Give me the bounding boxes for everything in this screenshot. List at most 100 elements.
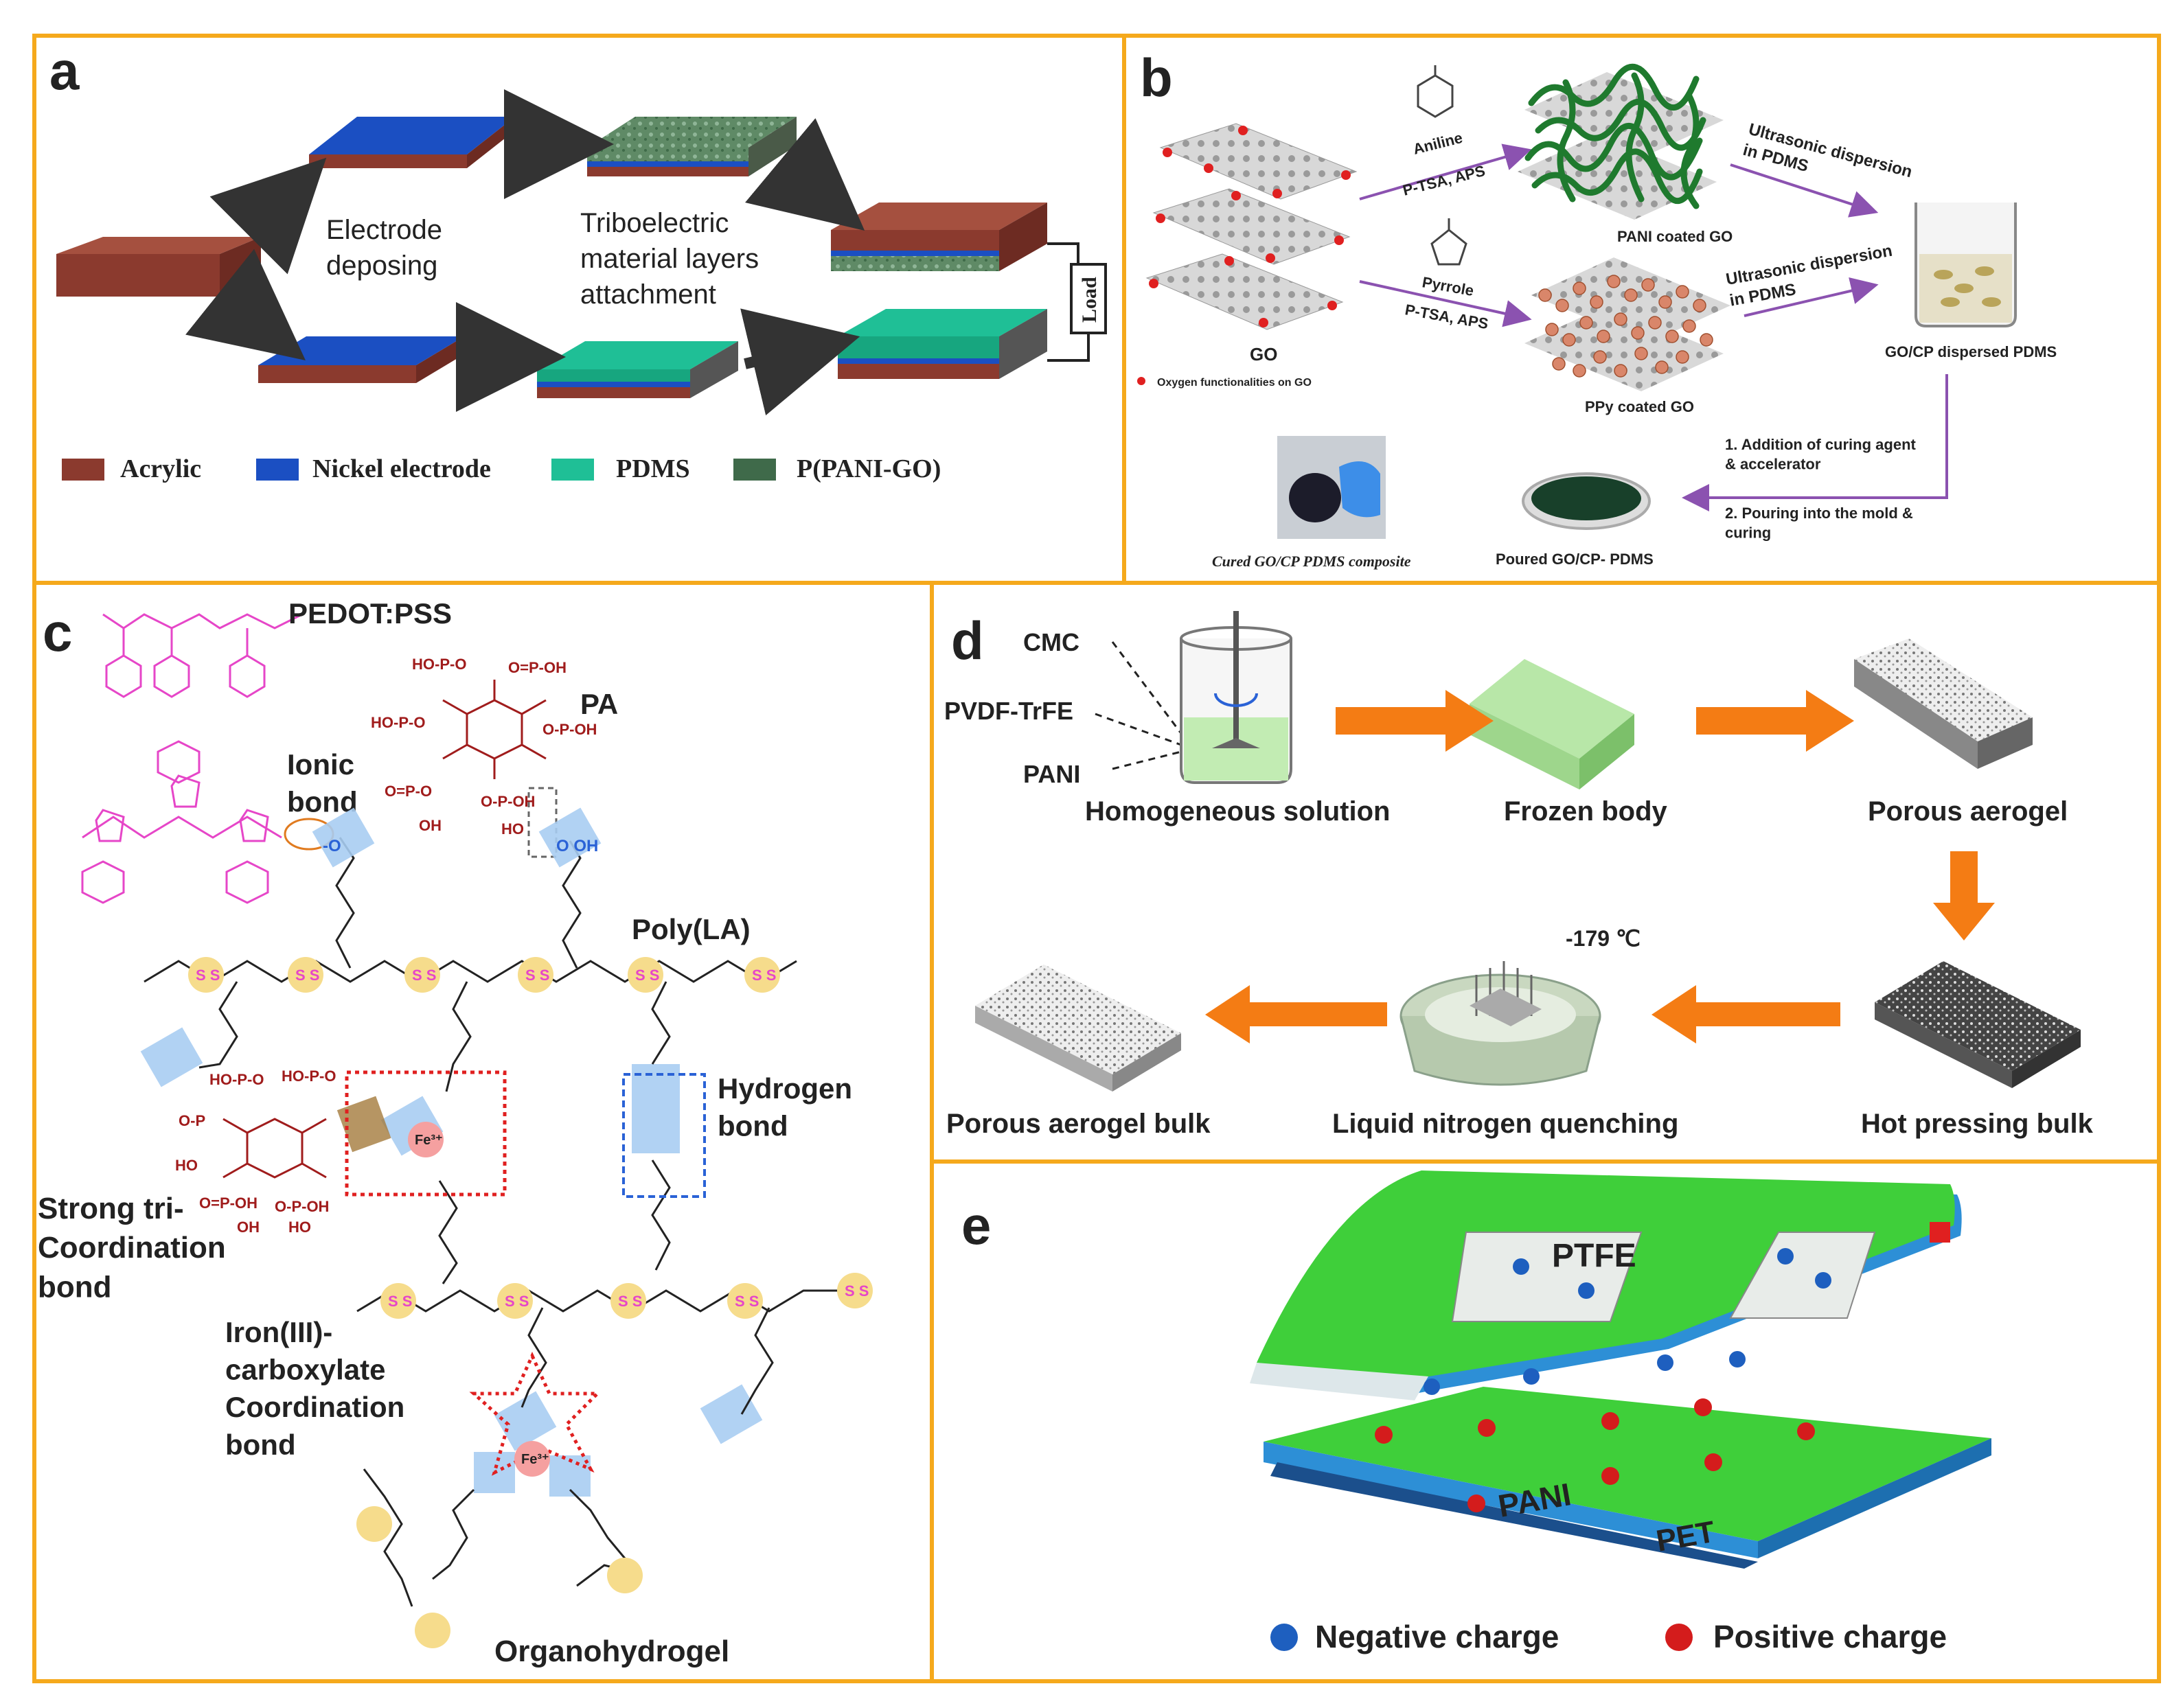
pani-go-layer-stack bbox=[587, 117, 797, 176]
cured-composite-photo bbox=[1277, 436, 1386, 539]
ss-bonds-low bbox=[356, 1506, 643, 1648]
legend-positive-dot bbox=[1665, 1624, 1693, 1651]
acrylic-slab bbox=[56, 237, 261, 297]
svg-text:OH: OH bbox=[419, 817, 442, 834]
svg-text:S S: S S bbox=[735, 1293, 759, 1310]
svg-text:HO: HO bbox=[288, 1219, 311, 1236]
panel-a-label: a bbox=[49, 41, 80, 101]
porous-bulk-label: Porous aerogel bulk bbox=[946, 1109, 1211, 1139]
hot-pressing-label: Hot pressing bulk bbox=[1861, 1109, 2094, 1139]
side-chains-mid bbox=[198, 981, 671, 1284]
pa-label: PA bbox=[580, 688, 618, 720]
svg-text:S S: S S bbox=[505, 1293, 529, 1310]
load-label: Load bbox=[1078, 277, 1101, 323]
cmc-label: CMC bbox=[1023, 628, 1079, 656]
panel-e: e PTFE PANI PET Negative charge bbox=[961, 1170, 1991, 1654]
legend-swatch-pani-go bbox=[733, 459, 776, 481]
svg-text:O-P: O-P bbox=[179, 1112, 205, 1129]
panel-e-label: e bbox=[961, 1195, 991, 1256]
legend-swatch-acrylic bbox=[62, 459, 104, 481]
svg-text:S S: S S bbox=[388, 1293, 412, 1310]
fe-label-2: Fe³⁺ bbox=[521, 1452, 549, 1467]
legend-acrylic: Acrylic bbox=[120, 454, 201, 483]
device-top-final bbox=[831, 203, 1047, 271]
svg-text:HO-P-O: HO-P-O bbox=[209, 1071, 264, 1088]
svg-text:O-P-OH: O-P-OH bbox=[275, 1198, 329, 1215]
step1-label: 1. Addition of curing agent& accelerator bbox=[1725, 436, 1917, 473]
mixing-beaker bbox=[1180, 611, 1292, 784]
orange-arrows bbox=[1205, 690, 1995, 1043]
porous-aerogel-label: Porous aerogel bbox=[1868, 796, 2068, 827]
pani-pet-film bbox=[1264, 1387, 1991, 1569]
pa-molecule-bottom bbox=[222, 1118, 327, 1179]
panel-a: a bbox=[49, 41, 1107, 483]
panel-d-label: d bbox=[951, 610, 984, 671]
aniline-molecule bbox=[1417, 65, 1454, 118]
svg-text:S S: S S bbox=[525, 967, 549, 984]
pani-d-label: PANI bbox=[1023, 760, 1080, 788]
svg-text:O=P-OH: O=P-OH bbox=[508, 659, 567, 676]
svg-text:S S: S S bbox=[618, 1293, 642, 1310]
porous-aerogel-bulk bbox=[975, 965, 1181, 1092]
panel-c-label: c bbox=[43, 602, 72, 662]
poured-label: Poured GO/CP- PDMS bbox=[1496, 551, 1654, 568]
frozen-label: Frozen body bbox=[1504, 796, 1668, 827]
pdms-layer-stack bbox=[537, 341, 738, 398]
svg-text:HO: HO bbox=[501, 820, 524, 838]
legend-nickel: Nickel electrode bbox=[312, 454, 491, 483]
panel-b: b GO Oxygen functionalities on GO Anilin… bbox=[1137, 47, 2057, 570]
polyla-label: Poly(LA) bbox=[632, 913, 751, 945]
svg-text:O=P-O: O=P-O bbox=[385, 783, 432, 800]
organohydrogel-label: Organohydrogel bbox=[494, 1635, 729, 1668]
load-circuit: Load bbox=[1047, 242, 1107, 362]
oxygen-label: Oxygen functionalities on GO bbox=[1157, 377, 1312, 389]
legend-negative-dot bbox=[1270, 1624, 1298, 1651]
hydrogen-bond-box bbox=[622, 1073, 706, 1198]
legend-swatch-pdms bbox=[551, 459, 594, 481]
pani-coated-go bbox=[1518, 63, 1724, 220]
svg-text:S S: S S bbox=[845, 1282, 869, 1300]
device-bottom-final bbox=[838, 309, 1047, 379]
legend-negative: Negative charge bbox=[1315, 1619, 1559, 1654]
fe-ion-1 bbox=[408, 1122, 444, 1157]
ptsa-2-label: P-TSA, APS bbox=[1404, 301, 1489, 332]
svg-text:O OH: O OH bbox=[556, 837, 598, 855]
beaker bbox=[1915, 203, 2017, 327]
pedot-pss-label: PEDOT:PSS bbox=[288, 597, 452, 630]
pss-chain bbox=[102, 613, 303, 698]
pa-molecule-top bbox=[442, 680, 547, 779]
positive-charges bbox=[1375, 1398, 1815, 1512]
svg-text:HO-P-O: HO-P-O bbox=[412, 656, 466, 673]
nickel-electrode-top bbox=[309, 117, 515, 168]
temperature-label: -179 ℃ bbox=[1566, 926, 1641, 951]
negative-charges bbox=[1424, 1248, 1831, 1395]
fe-label-1: Fe³⁺ bbox=[415, 1133, 443, 1148]
legend-pani-go: P(PANI-GO) bbox=[797, 454, 941, 483]
ppy-coated-go bbox=[1524, 257, 1730, 391]
legend-swatch-nickel bbox=[256, 459, 299, 481]
aniline-label: Aniline bbox=[1411, 129, 1464, 158]
phosphate-highlight bbox=[336, 1096, 391, 1153]
homogeneous-label: Homogeneous solution bbox=[1085, 796, 1390, 827]
step2-label: 2. Pouring into the mold &curing bbox=[1725, 505, 1913, 542]
svg-text:O-P-OH: O-P-OH bbox=[481, 793, 535, 810]
ptfe-film bbox=[1250, 1170, 1962, 1400]
svg-text:S S: S S bbox=[412, 967, 436, 984]
porous-aerogel bbox=[1854, 638, 2033, 769]
gocp-label: GO/CP dispersed PDMS bbox=[1885, 343, 2057, 360]
panel-d: d CMC PVDF-TrFE PANI Homogeneous solutio… bbox=[944, 610, 2094, 1139]
panel-a-arrows bbox=[185, 89, 865, 416]
liquid-nitrogen-bath bbox=[1399, 961, 1601, 1086]
ptfe-label: PTFE bbox=[1552, 1238, 1636, 1274]
pani-go-label: PANI coated GO bbox=[1617, 228, 1733, 245]
cured-label: Cured GO/CP PDMS composite bbox=[1212, 553, 1411, 570]
